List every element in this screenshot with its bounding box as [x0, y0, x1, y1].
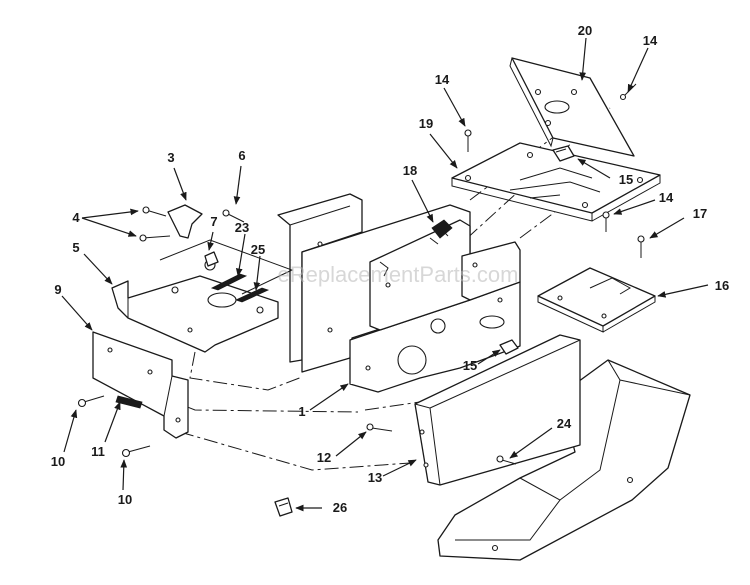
callout-15a: 15 [619, 172, 633, 187]
part-26-clip [274, 497, 293, 517]
callout-14b: 14 [643, 33, 658, 48]
callout-3: 3 [167, 150, 174, 165]
callout-26: 26 [333, 500, 347, 515]
part-19-seat-plate [451, 142, 661, 222]
callout-19: 19 [419, 116, 433, 131]
callout-14c: 14 [659, 190, 674, 205]
callout-15b: 15 [463, 358, 477, 373]
part-15-upper-clip [552, 145, 575, 162]
callout-6: 6 [238, 148, 245, 163]
callout-10b: 10 [118, 492, 132, 507]
fender-pan [437, 359, 691, 561]
callout-25: 25 [251, 242, 265, 257]
part-13-side-panel [414, 334, 581, 486]
callout-13: 13 [368, 470, 382, 485]
callout-20: 20 [578, 23, 592, 38]
part-15-lower-clip [499, 339, 519, 355]
bolts [77, 83, 645, 465]
callout-5: 5 [72, 240, 79, 255]
part-9-left-panel [92, 331, 189, 439]
callout-23: 23 [235, 220, 249, 235]
part-16-bracket [537, 267, 656, 333]
part-6-screw [222, 209, 245, 223]
callout-7: 7 [210, 214, 217, 229]
callout-10a: 10 [51, 454, 65, 469]
part-11-clip [115, 395, 143, 409]
callout-12: 12 [317, 450, 331, 465]
callout-16: 16 [715, 278, 729, 293]
part-1-main-frame [277, 193, 521, 393]
part-3-bracket [167, 204, 203, 239]
callout-17: 17 [693, 206, 707, 221]
callout-9: 9 [54, 282, 61, 297]
part-4-screws [139, 206, 171, 242]
watermark-text: eReplacementParts.com [278, 262, 519, 287]
callout-1: 1 [298, 404, 305, 419]
part-7-clip [204, 251, 219, 267]
part-20-top-plate [509, 57, 635, 157]
callout-11: 11 [91, 444, 105, 459]
part-5-control-plate [111, 239, 294, 353]
callout-24: 24 [557, 416, 572, 431]
callout-4: 4 [72, 210, 80, 225]
callout-14a: 14 [435, 72, 450, 87]
leader-lines [61, 37, 709, 512]
part-18-knob [429, 219, 453, 245]
callout-18: 18 [403, 163, 417, 178]
callout-labels: 1 3 4 5 6 7 9 10 10 11 12 13 14 14 14 15… [51, 23, 729, 515]
